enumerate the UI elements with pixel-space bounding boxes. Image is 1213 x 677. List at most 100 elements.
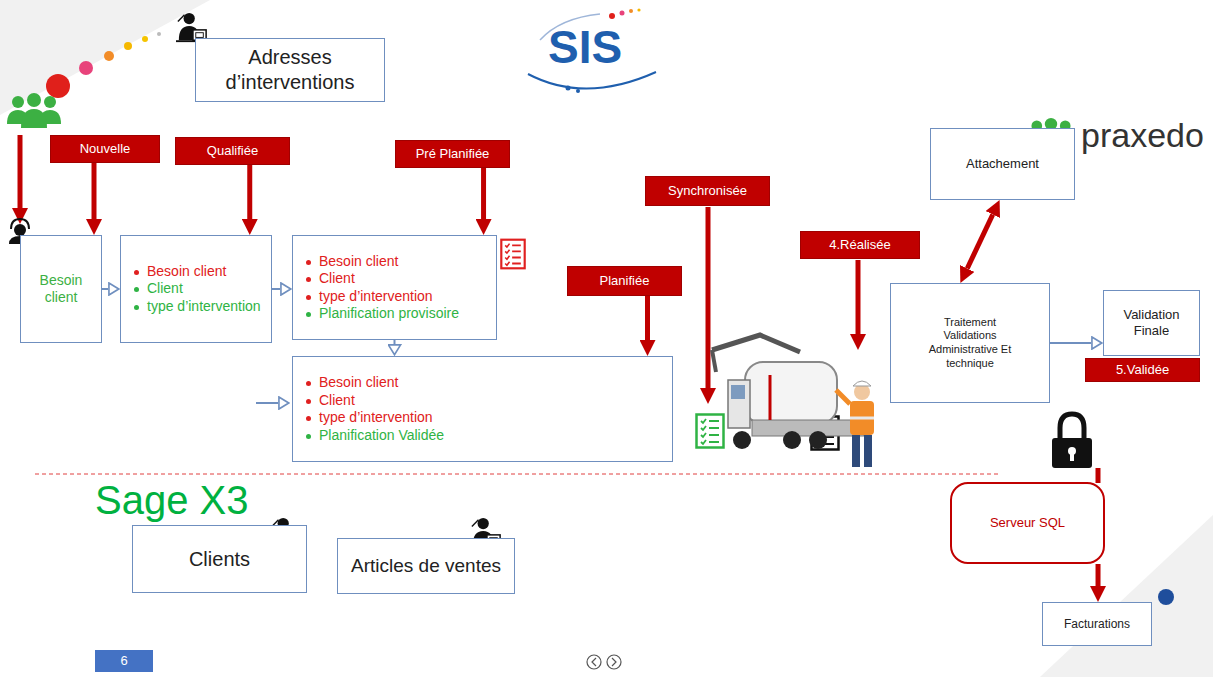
node-text: Client bbox=[133, 280, 183, 298]
sis-logo-swoosh bbox=[609, 13, 615, 19]
nav-buttons bbox=[587, 655, 601, 669]
node-text: Articles de ventes bbox=[351, 554, 501, 578]
data-box: Clients bbox=[132, 525, 307, 593]
node-text: Attachement bbox=[966, 156, 1039, 172]
worker-illustration bbox=[853, 381, 871, 386]
sis-logo-swoosh bbox=[576, 89, 580, 93]
flow-arrow bbox=[92, 163, 97, 219]
flow-arrow bbox=[247, 165, 252, 219]
node-text: Validation Finale bbox=[1112, 307, 1191, 340]
truck-illustration bbox=[752, 420, 864, 436]
lock-icon bbox=[1096, 468, 1101, 483]
sis-logo-swoosh bbox=[566, 86, 571, 91]
worker-illustration bbox=[864, 435, 872, 467]
node-text: Planification provisoire bbox=[305, 305, 459, 323]
truck-illustration bbox=[712, 335, 800, 352]
decor-dots bbox=[157, 32, 161, 36]
process-box: Besoin clientClienttype d’interventionPl… bbox=[292, 356, 673, 462]
client-people-icon bbox=[7, 93, 61, 128]
logo-text: Sage X3 bbox=[95, 480, 248, 520]
sis-logo-swoosh bbox=[528, 72, 656, 89]
node-text: Besoin client bbox=[133, 263, 226, 281]
flow-arrow bbox=[1096, 564, 1101, 586]
node-text: Synchronisée bbox=[668, 183, 747, 199]
left-hollow-arrow bbox=[256, 403, 278, 404]
truck-illustration bbox=[809, 431, 827, 449]
node-text: Besoin client bbox=[305, 374, 398, 392]
process-box: Besoin clientClienttype d’intervention bbox=[120, 235, 272, 343]
node-text: Clients bbox=[189, 547, 250, 572]
process-box: Besoin clientClienttype d’interventionPl… bbox=[292, 235, 497, 340]
node-text: type d’intervention bbox=[305, 288, 433, 306]
nav-buttons bbox=[612, 658, 616, 666]
status-badge: Planifiée bbox=[567, 266, 682, 296]
status-badge: 4.Réalisée bbox=[800, 231, 920, 259]
sis-logo-swoosh bbox=[629, 9, 633, 13]
node-text: Client bbox=[305, 270, 355, 288]
user-laptop-icons bbox=[176, 13, 208, 41]
lock-icon bbox=[1060, 414, 1084, 440]
truck-illustration bbox=[783, 431, 801, 449]
nav-buttons bbox=[592, 658, 596, 666]
node-text: type d’intervention bbox=[133, 298, 261, 316]
truck-illustration bbox=[731, 385, 745, 399]
decor-dots bbox=[46, 32, 161, 98]
node-text: 6 bbox=[120, 653, 127, 669]
process-box: Validation Finale bbox=[1103, 290, 1200, 356]
logo-text: praxedo bbox=[1081, 118, 1204, 152]
lock-icon bbox=[1052, 438, 1092, 468]
worker-illustration bbox=[852, 435, 860, 467]
worker-illustration bbox=[836, 381, 874, 467]
process-box: Traitement Validations Administrative Et… bbox=[890, 283, 1050, 403]
decor-dots-bottom bbox=[1158, 589, 1174, 605]
lock-icon bbox=[1070, 452, 1074, 461]
page-number: 6 bbox=[95, 650, 153, 672]
decor-dots bbox=[142, 36, 148, 42]
worker-illustration bbox=[836, 390, 850, 404]
client-people-icon bbox=[7, 93, 61, 128]
truck-illustration bbox=[745, 362, 837, 424]
truck-illustration bbox=[733, 431, 751, 449]
left-hollow-arrow bbox=[256, 402, 278, 404]
node-text: Planifiée bbox=[600, 273, 650, 289]
decor-dots bbox=[124, 42, 132, 50]
sis-logo-swoosh bbox=[637, 8, 640, 11]
separator-line bbox=[35, 474, 1000, 475]
node-text: Facturations bbox=[1064, 617, 1130, 632]
sis-logo-swoosh bbox=[620, 11, 625, 16]
nav-buttons bbox=[587, 655, 621, 669]
node-text: Besoin client bbox=[305, 253, 398, 271]
node-text: Planification Validée bbox=[305, 427, 444, 445]
node-text: Serveur SQL bbox=[990, 515, 1065, 531]
lock-icon bbox=[1052, 414, 1098, 483]
checklist-icons bbox=[697, 415, 724, 448]
separator-line bbox=[35, 474, 1000, 475]
nav-buttons bbox=[607, 655, 621, 669]
node-text: Traitement Validations Administrative Et… bbox=[925, 316, 1015, 371]
node-text: Adresses d’interventions bbox=[204, 45, 376, 95]
status-badge: Qualifiée bbox=[175, 137, 290, 165]
sis-logo-swoosh bbox=[528, 8, 656, 93]
status-arrows bbox=[856, 260, 861, 334]
status-badge: Pré Planifiée bbox=[395, 140, 510, 168]
location-box: Adresses d’interventions bbox=[195, 38, 385, 102]
process-box: Besoin client bbox=[20, 235, 102, 343]
node-text: 4.Réalisée bbox=[829, 237, 890, 253]
output-box: Facturations bbox=[1042, 602, 1152, 646]
status-badge: Synchronisée bbox=[645, 176, 770, 206]
worker-illustration bbox=[850, 417, 874, 420]
truck-illustration bbox=[769, 375, 772, 420]
node-text: Nouvelle bbox=[80, 141, 131, 157]
transition-arrow bbox=[394, 340, 396, 344]
transition-arrow bbox=[272, 288, 280, 290]
decor-dots bbox=[46, 74, 70, 98]
node-text: Besoin client bbox=[29, 272, 93, 307]
status-badge: Nouvelle bbox=[50, 135, 160, 163]
start-arrow bbox=[20, 135, 21, 208]
node-text: Pré Planifiée bbox=[416, 146, 490, 162]
decor-dots bbox=[79, 61, 93, 75]
logo-text: SIS bbox=[548, 24, 622, 70]
headset-icon bbox=[11, 219, 29, 229]
flow-arrow bbox=[481, 168, 486, 219]
